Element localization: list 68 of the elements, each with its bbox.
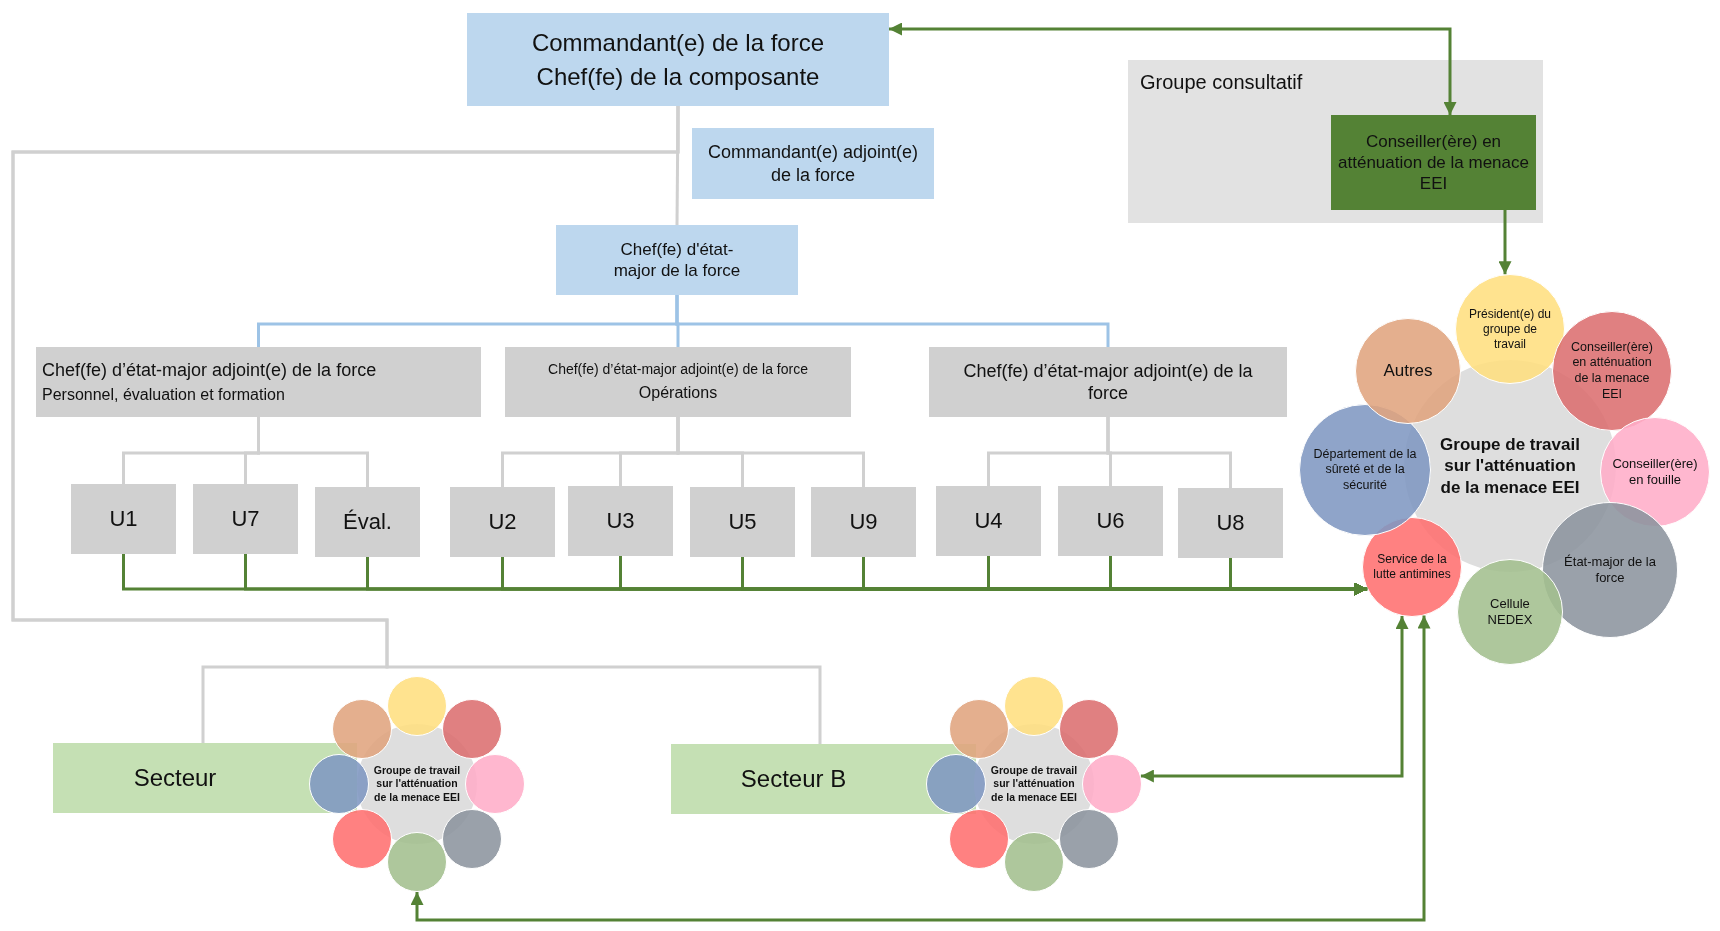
deputy-chief-box (929, 347, 1287, 417)
box-label: Commandant(e) adjoint(e) de la force (706, 141, 920, 186)
connector-line (1106, 417, 1232, 488)
connector-line (257, 417, 369, 487)
box-label: Chef(fe) de la composante (536, 61, 820, 92)
box-label: U2 (488, 508, 517, 536)
arrow (410, 615, 1431, 922)
box-label: Chef(fe) d’état-major adjoint(e) de la force (963, 359, 1253, 405)
unit-box (568, 486, 673, 556)
box-label: Groupe consultatif (1140, 70, 1303, 95)
box-label: U7 (231, 505, 260, 533)
member-circle (1082, 754, 1142, 814)
box-label: Secteur B (740, 764, 847, 794)
box-label: Chef(fe) d’état-major adjoint(e) de la force (548, 361, 808, 379)
circle-label: Cellule NEDEX (1486, 595, 1534, 629)
unit-box (936, 486, 1041, 556)
deputy-chief-box (505, 347, 851, 417)
box-label: Chef(fe) d’état-major adjoint(e) de la force (42, 358, 377, 382)
unit-box (450, 487, 555, 557)
box-label: U8 (1216, 509, 1245, 537)
member-circle (465, 754, 525, 814)
connector-line (675, 295, 1110, 347)
arrow (1498, 210, 1512, 275)
member-circle (1004, 676, 1064, 736)
unit-box (1178, 488, 1283, 558)
command-box (467, 13, 889, 106)
box-label: Commandant(e) de la force (531, 27, 825, 58)
box-label: Conseiller(ère) en atténuation de la menace EEI (1337, 130, 1530, 195)
circle-label: Autres (1383, 360, 1433, 382)
unit-box (71, 484, 176, 554)
deputy-box (692, 128, 934, 199)
unit-box (811, 487, 916, 557)
unit-box (690, 487, 795, 557)
circle-label: Groupe de travail sur l'atténuation de la menace EEI (372, 764, 462, 804)
box-label: Personnel, évaluation et formation (42, 385, 285, 406)
box-label: Secteur (133, 763, 217, 793)
circle-label: État-major de la force (1563, 553, 1657, 587)
member-circle (387, 832, 447, 892)
chief-of-staff-box (556, 225, 798, 295)
box-label: U4 (974, 507, 1003, 535)
member-circle (1004, 832, 1064, 892)
unit-box (1058, 486, 1163, 556)
unit-box (193, 484, 298, 554)
circle-label: Département de la sûreté et de la sécurité (1312, 446, 1418, 494)
circle-label: Groupe de travail sur l'atténuation de la menace EEI (989, 764, 1079, 804)
circle-label: Groupe de travail sur l'atténuation de la menace EEI (1439, 434, 1581, 498)
circle-label: Conseiller(ère) en fouille (1611, 455, 1699, 489)
deputy-chief-box (36, 347, 481, 417)
circle-label: Service de la lutte antimines (1372, 552, 1452, 582)
member-circle (387, 676, 447, 736)
box-label: Opérations (638, 382, 718, 403)
circle-label: Conseiller(ère) en atténuation de la menace EEI (1570, 339, 1654, 403)
circle-label: Président(e) du groupe de travail (1467, 306, 1552, 352)
advisor-box (1331, 115, 1536, 210)
connector-line (11, 106, 822, 744)
connector-line (676, 417, 865, 487)
group-panel (1128, 60, 1543, 223)
box-label: U9 (849, 508, 878, 536)
connector-line (675, 106, 680, 225)
unit-box (315, 487, 420, 557)
box-label: U3 (606, 507, 635, 535)
box-label: U1 (109, 505, 138, 533)
box-label: Chef(fe) d'état-major de la force (612, 238, 742, 282)
arrow (1140, 616, 1409, 783)
box-label: U6 (1096, 507, 1125, 535)
box-label: Éval. (343, 508, 392, 536)
arrow (889, 22, 1457, 115)
box-label: U5 (728, 508, 757, 536)
